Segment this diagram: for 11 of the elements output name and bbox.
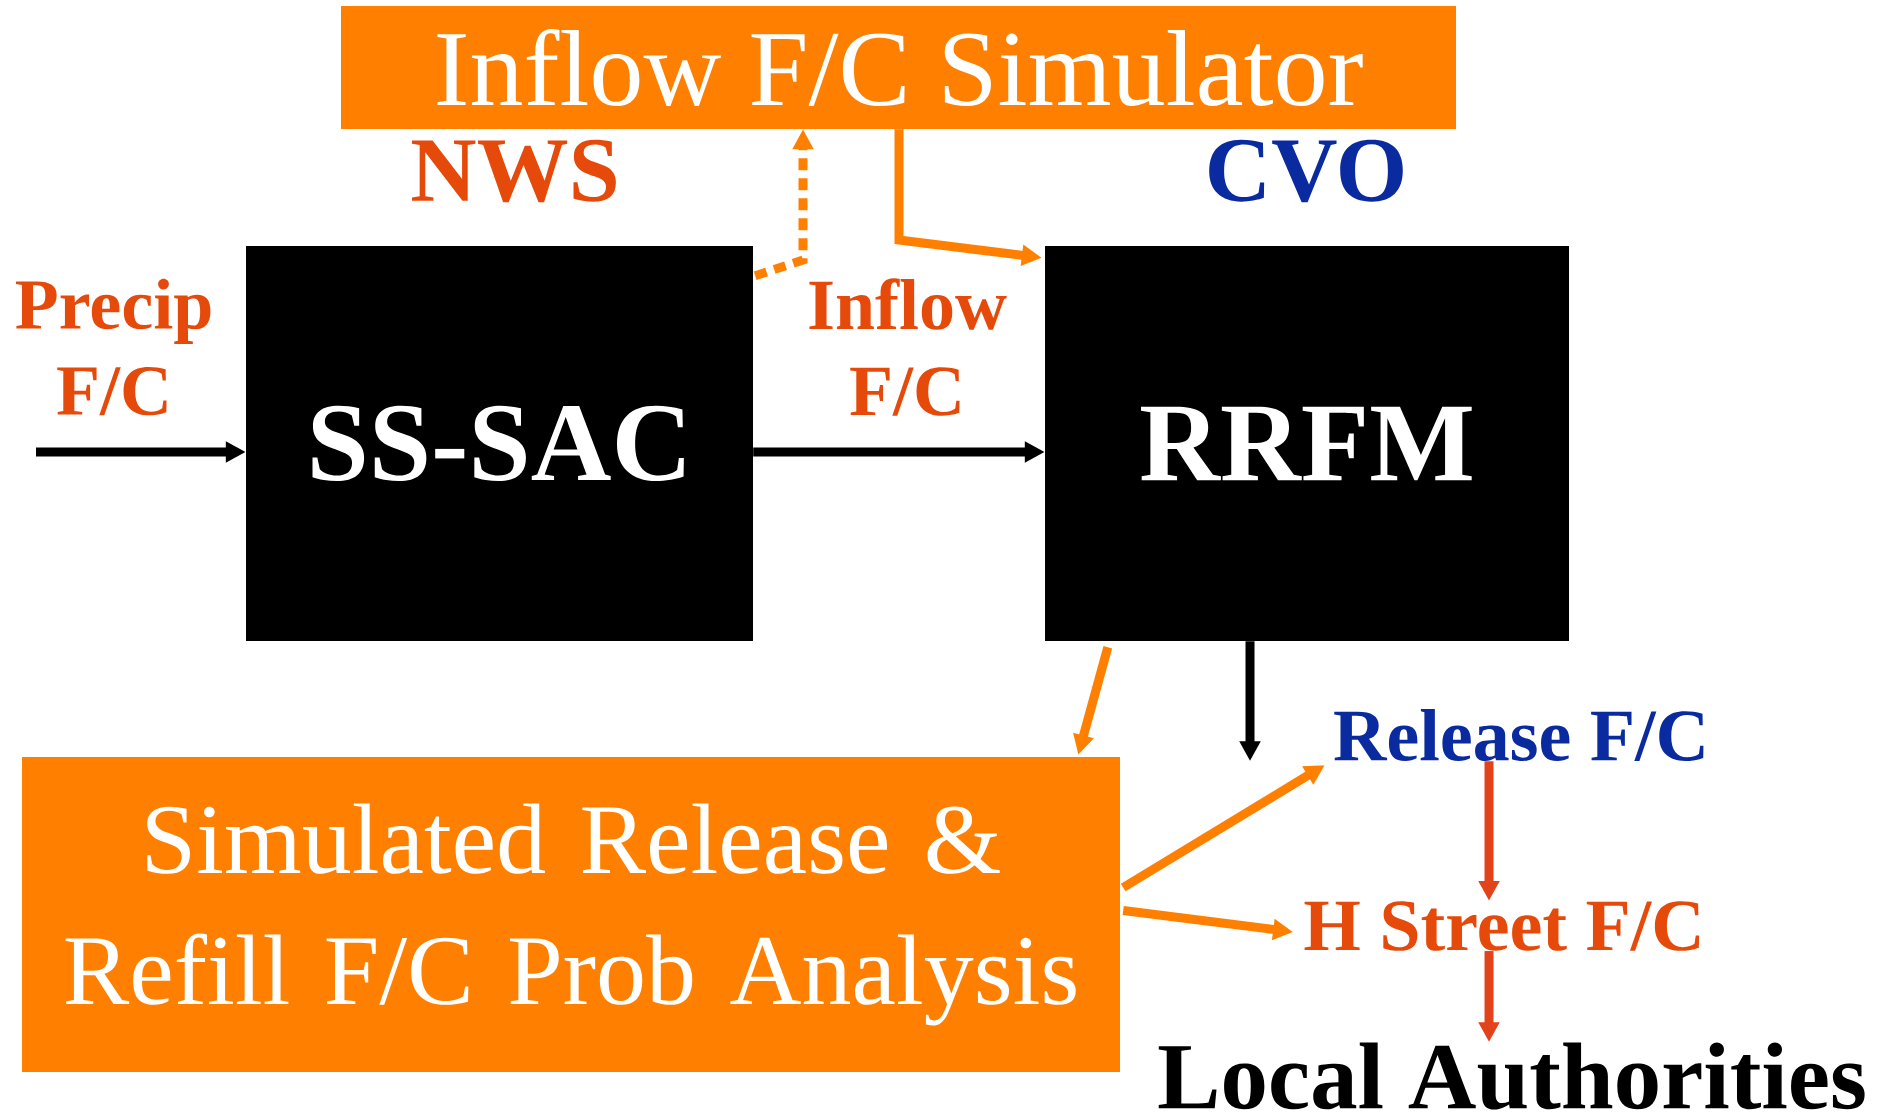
edge-label: Inflow F/C — [785, 276, 1029, 418]
edge-label: Precip F/C — [0, 276, 236, 418]
output-label: Local Authorities — [1158, 1042, 1865, 1110]
org-label: NWS — [411, 139, 616, 203]
output-label: Release F/C — [1334, 708, 1704, 761]
process-box: RRFM — [1045, 246, 1569, 641]
output-label: H Street F/C — [1304, 901, 1700, 951]
process-box: SS-SAC — [246, 246, 753, 641]
analysis-box: Simulated Release & Refill F/C Prob Analysis — [22, 757, 1120, 1072]
org-label: CVO — [1209, 139, 1403, 203]
simulator-box: Inflow F/C Simulator — [341, 6, 1456, 129]
